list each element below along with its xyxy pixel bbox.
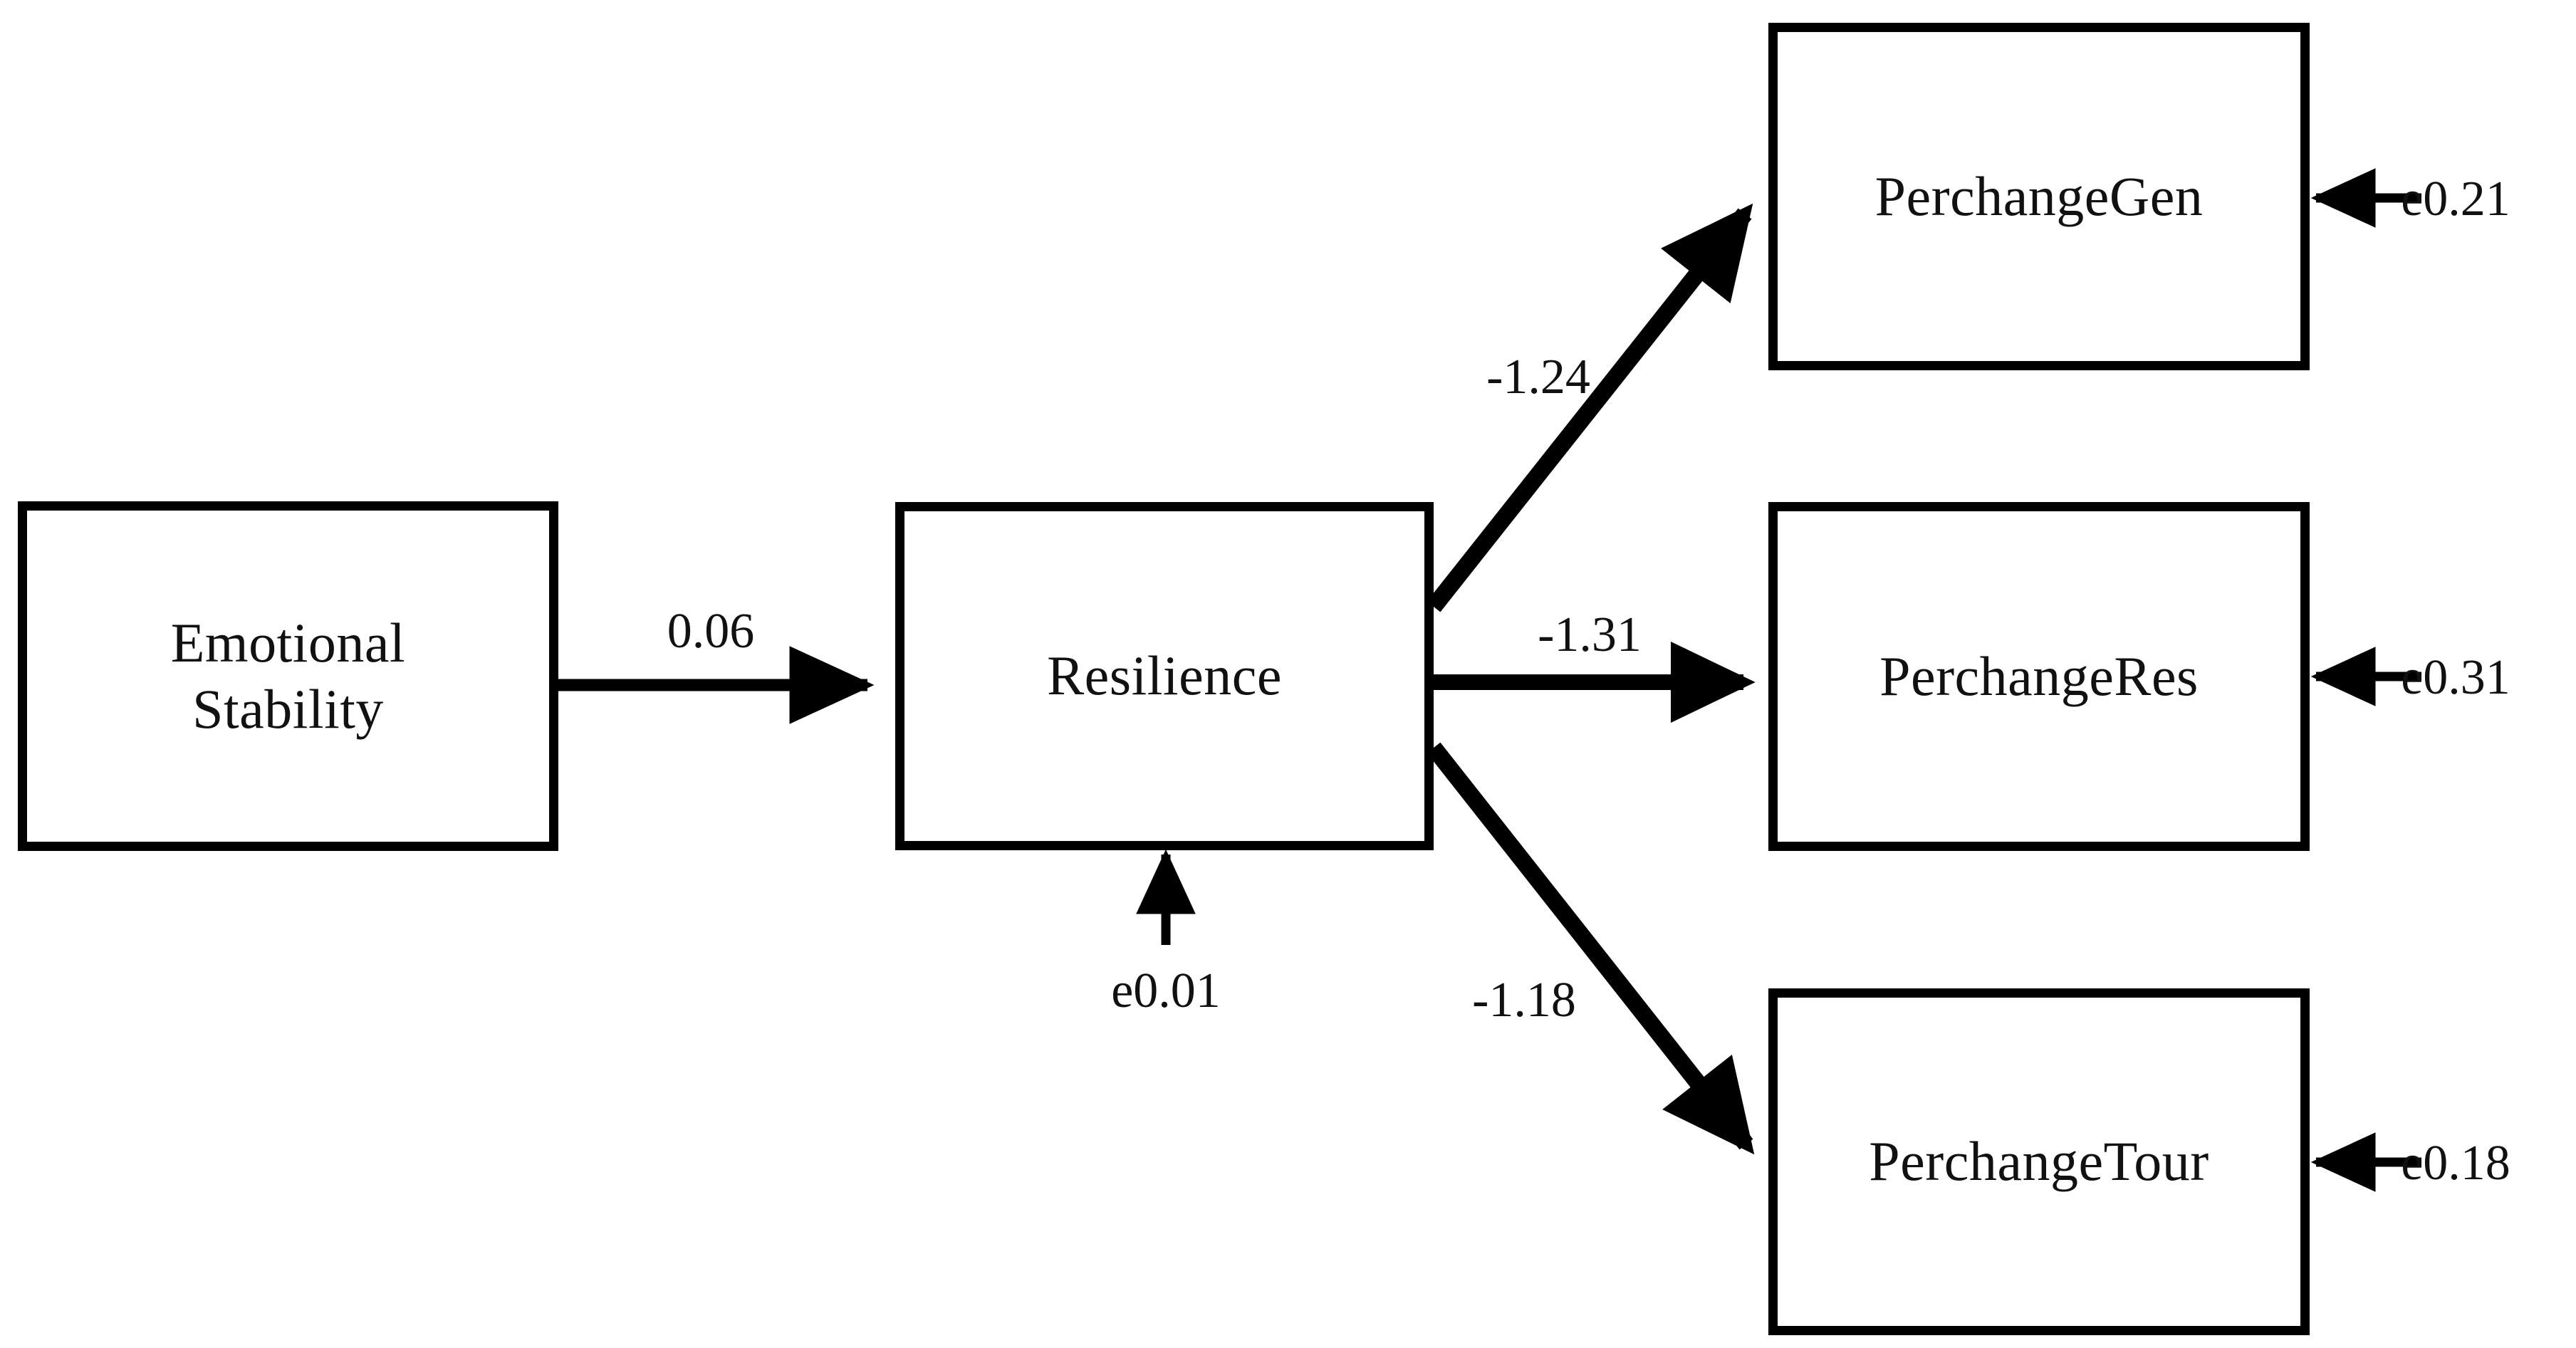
node-label-emotional-stability: Emotional Stability bbox=[170, 612, 406, 740]
edge-resilience-to-perchange-tour bbox=[1427, 742, 1755, 1155]
error-label-perchange-tour: e0.18 bbox=[2401, 1136, 2510, 1191]
error-label-perchange-res: e0.31 bbox=[2401, 650, 2510, 705]
node-label-perchange-tour: PerchangeTour bbox=[1869, 1130, 2209, 1193]
path-coefficient-resilience-to-tour: -1.18 bbox=[1472, 973, 1576, 1028]
error-label-resilience: e0.01 bbox=[1111, 963, 1221, 1018]
node-perchange-gen[interactable]: PerchangeGen bbox=[1768, 23, 2310, 370]
node-resilience[interactable]: Resilience bbox=[895, 502, 1434, 850]
node-emotional-stability[interactable]: Emotional Stability bbox=[18, 501, 558, 851]
path-coefficient-resilience-to-res: -1.31 bbox=[1538, 607, 1642, 662]
edge-resilience-to-perchange-gen bbox=[1427, 203, 1753, 612]
node-perchange-tour[interactable]: PerchangeTour bbox=[1768, 988, 2310, 1335]
node-label-perchange-res: PerchangeRes bbox=[1879, 644, 2199, 707]
node-label-resilience: Resilience bbox=[1047, 644, 1282, 707]
error-label-perchange-gen: e0.21 bbox=[2401, 172, 2510, 226]
node-perchange-res[interactable]: PerchangeRes bbox=[1768, 502, 2310, 851]
path-coefficient-es-to-resilience: 0.06 bbox=[667, 604, 755, 659]
node-label-perchange-gen: PerchangeGen bbox=[1874, 164, 2204, 227]
path-coefficient-resilience-to-gen: -1.24 bbox=[1486, 350, 1590, 404]
